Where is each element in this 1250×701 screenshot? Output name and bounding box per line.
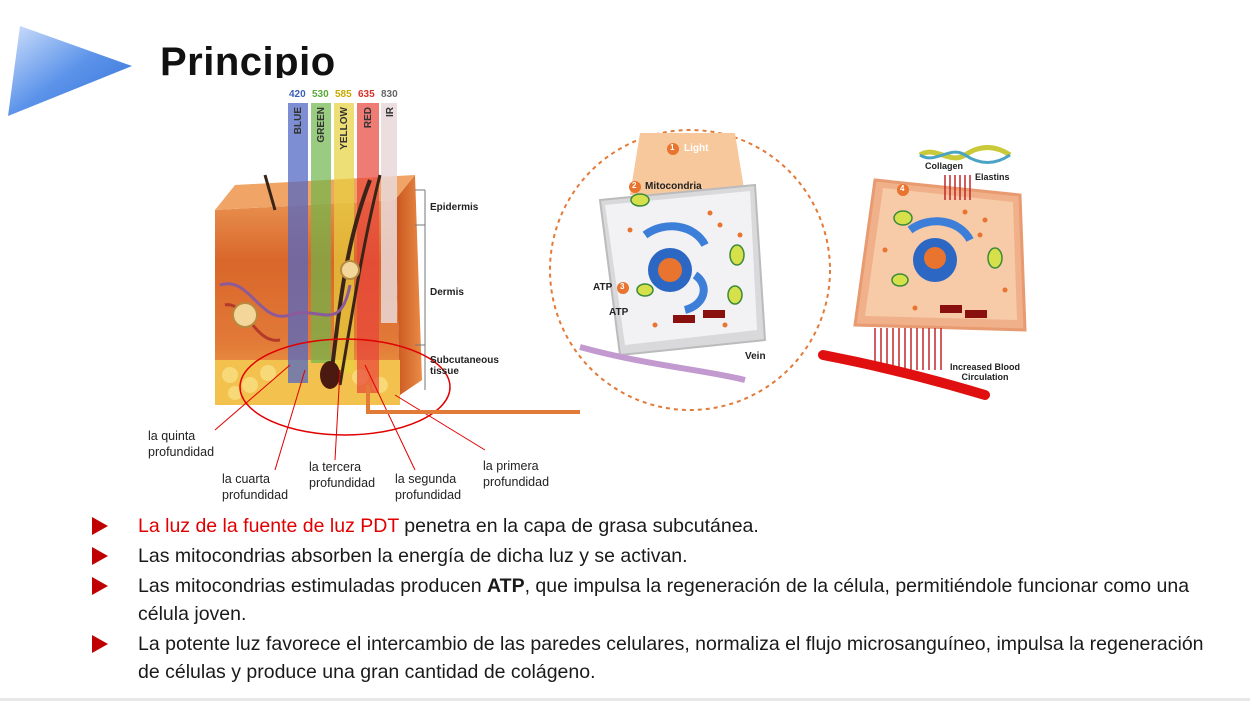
wavelength-blue-label: BLUE bbox=[293, 107, 304, 135]
wavelength-530: 530 bbox=[312, 89, 329, 100]
bullet-3-text-post: , que impulsa la regeneración de la célu… bbox=[138, 575, 1190, 625]
mitocondria-label: Mitocondria bbox=[645, 181, 702, 192]
light-label: Light bbox=[684, 143, 709, 154]
wavelength-420: 420 bbox=[289, 89, 306, 100]
result-diagram: 4 Collagen Elastins Increased Blood Circ… bbox=[815, 140, 1040, 405]
step-4-badge: 4 bbox=[900, 184, 905, 193]
tissue-label: tissue bbox=[430, 366, 459, 377]
atp-label-2: ATP bbox=[609, 307, 629, 318]
elastins-label: Elastins bbox=[975, 172, 1010, 182]
bullet-item-3: Las mitocondrias estimuladas producen AT… bbox=[90, 572, 1230, 628]
bullet-item-2: Las mitocondrias absorben la energía de … bbox=[90, 542, 1230, 570]
bullet-item-1: La luz de la fuente de luz PDT penetra e… bbox=[90, 512, 1230, 540]
bullet-3-text-pre: Las mitocondrias estimuladas producen bbox=[138, 575, 488, 597]
bullet-1-highlight: La luz de la fuente de luz PDT bbox=[138, 515, 399, 537]
bullet-1-text: penetra en la capa de grasa subcutánea. bbox=[398, 515, 759, 537]
bullet-arrow-icon bbox=[92, 635, 108, 653]
wavelength-585: 585 bbox=[335, 89, 352, 100]
wavelength-830: 830 bbox=[381, 89, 398, 100]
bullet-arrow-icon bbox=[92, 517, 108, 535]
skin-diagram: 420 530 585 635 830 bbox=[140, 85, 580, 505]
bullet-arrow-icon bbox=[92, 577, 108, 595]
blood-circulation-label: Increased Blood Circulation bbox=[950, 362, 1021, 382]
atp-label-1: ATP bbox=[593, 282, 613, 293]
bullet-item-4: La potente luz favorece el intercambio d… bbox=[90, 630, 1230, 686]
collagen-label: Collagen bbox=[925, 161, 964, 171]
cell-diagram: 1 Light 2 Mitocondria 3 ATP ATP Vein bbox=[545, 125, 835, 415]
bullet-2-text: Las mitocondrias absorben la energía de … bbox=[138, 545, 688, 567]
wavelength-635: 635 bbox=[358, 89, 375, 100]
skin-cross-section bbox=[214, 103, 580, 471]
footer-divider bbox=[0, 698, 1250, 701]
wavelength-yellow-label: YELLOW bbox=[339, 107, 350, 150]
decorative-triangle-icon bbox=[8, 26, 132, 116]
wavelength-red-label: RED bbox=[363, 107, 374, 129]
wavelength-ir-label: IR bbox=[385, 107, 396, 117]
step-3-badge: 3 bbox=[620, 282, 625, 291]
dermis-label: Dermis bbox=[430, 287, 464, 298]
wavelength-green-label: GREEN bbox=[316, 107, 327, 143]
bullet-3-atp: ATP bbox=[487, 575, 525, 597]
bullet-list: La luz de la fuente de luz PDT penetra e… bbox=[90, 512, 1230, 688]
subcutaneous-label: Subcutaneous bbox=[430, 355, 499, 366]
page-title: Principio bbox=[160, 40, 336, 78]
bullet-arrow-icon bbox=[92, 547, 108, 565]
epidermis-label: Epidermis bbox=[430, 202, 479, 213]
step-2-badge: 2 bbox=[632, 181, 637, 190]
step-1-badge: 1 bbox=[670, 143, 675, 152]
vein-label: Vein bbox=[745, 351, 766, 362]
bullet-4-text: La potente luz favorece el intercambio d… bbox=[138, 633, 1204, 683]
